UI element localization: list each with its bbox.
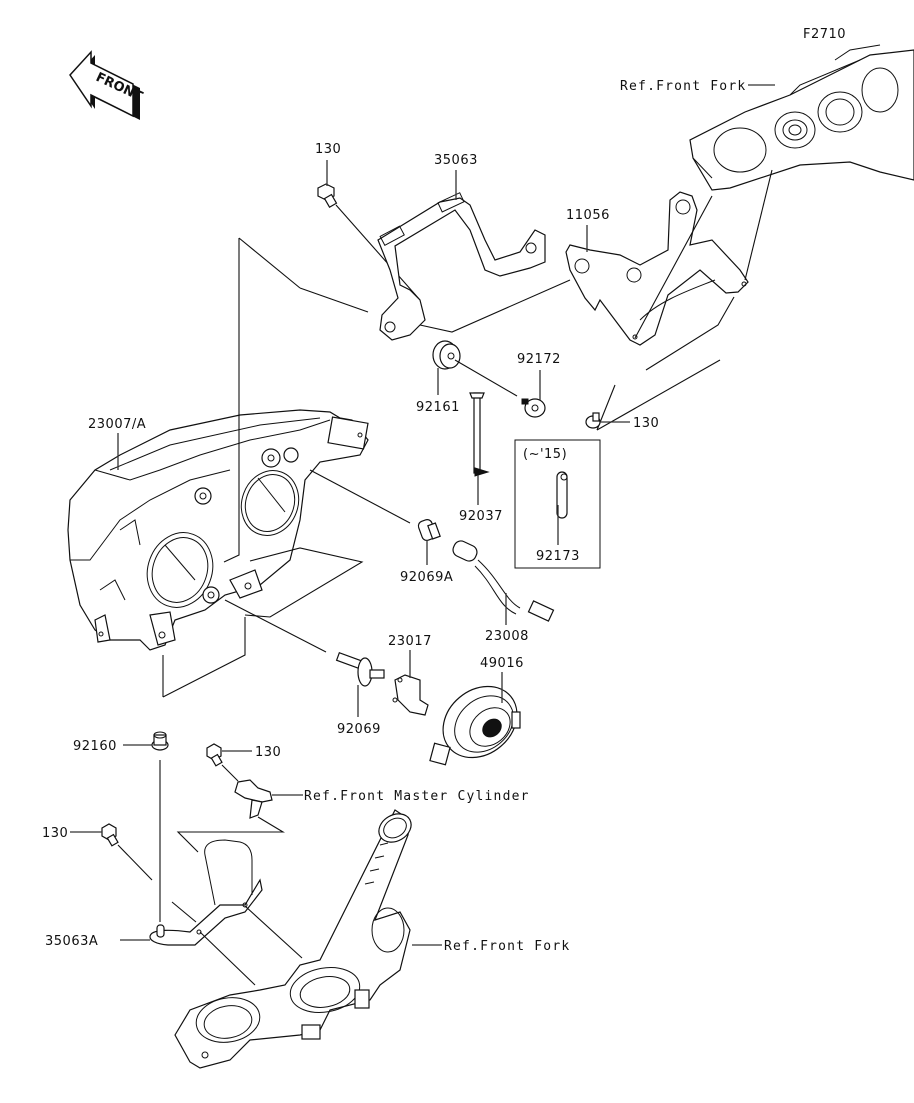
callout-11056: 11056 — [566, 208, 610, 223]
callout-35063a: 35063A — [45, 934, 98, 949]
socket-23008 — [452, 540, 555, 622]
callout-35063: 35063 — [434, 153, 478, 168]
bolt-130-right — [585, 412, 601, 429]
cap-49016 — [429, 685, 521, 766]
grommet-92161 — [432, 340, 461, 370]
plate-92173 — [556, 471, 568, 519]
callout-130-mid: 130 — [255, 745, 281, 760]
bolt-130-mid — [206, 743, 223, 767]
screw-92037 — [469, 392, 490, 477]
callout-23007a: 23007/A — [88, 417, 146, 432]
callout-130-lower-left: 130 — [42, 826, 68, 841]
variant-box: (~'15) 92173 — [514, 439, 601, 569]
callout-23008: 23008 — [485, 629, 529, 644]
ref-front-fork-top: Ref.Front Fork — [620, 79, 746, 94]
lower-triple-clamp — [174, 809, 412, 1069]
callout-92173: 92173 — [536, 549, 580, 564]
callout-92069: 92069 — [337, 722, 381, 737]
bracket-11056 — [565, 191, 749, 346]
callout-92161: 92161 — [416, 400, 460, 415]
bracket-35063 — [377, 192, 546, 341]
headlamp-23007a — [67, 409, 369, 651]
bolt-130-lower-left — [101, 823, 119, 847]
figure-code: F2710 — [803, 27, 846, 42]
collar-92172 — [521, 398, 546, 418]
ref-front-fork-bottom: Ref.Front Fork — [444, 939, 570, 954]
grommet-92160 — [151, 731, 169, 751]
stay-35063a — [149, 839, 263, 946]
callout-92172: 92172 — [517, 352, 561, 367]
callout-49016: 49016 — [480, 656, 524, 671]
callout-92037: 92037 — [459, 509, 503, 524]
bolt-130-top — [317, 183, 338, 209]
front-arrow-icon: FRONT — [69, 50, 145, 120]
master-cylinder-clamp — [234, 779, 273, 819]
variant-box-label: (~'15) — [523, 447, 567, 462]
upper-triple-clamp — [689, 44, 914, 191]
bulb-92069a — [417, 519, 441, 541]
callout-130-top: 130 — [315, 142, 341, 157]
bulb-92069 — [335, 651, 385, 687]
callout-130-right: 130 — [633, 416, 659, 431]
callout-92069a: 92069A — [400, 570, 453, 585]
ref-front-master-cylinder: Ref.Front Master Cylinder — [304, 789, 530, 804]
callout-92160: 92160 — [73, 739, 117, 754]
socket-23017 — [392, 674, 429, 716]
callout-23017: 23017 — [388, 634, 432, 649]
